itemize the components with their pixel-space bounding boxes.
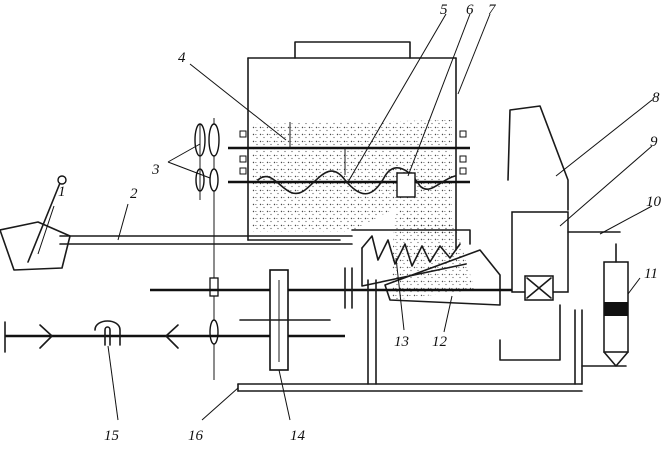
label-8: 8 — [652, 90, 660, 106]
label-11: 11 — [644, 266, 658, 282]
label-15: 15 — [104, 428, 120, 444]
upper-shaft — [228, 122, 470, 175]
label-2: 2 — [130, 186, 138, 202]
callout-labels: 1 2 3 4 5 6 7 8 9 10 11 12 13 14 15 16 — [58, 2, 662, 444]
label-7: 7 — [488, 2, 497, 18]
label-3: 3 — [151, 162, 160, 178]
base-frame — [237, 279, 583, 392]
label-6: 6 — [466, 2, 474, 18]
cylinder — [581, 243, 629, 367]
fan-housing — [499, 105, 621, 361]
leader-lines — [37, 13, 653, 421]
label-9: 9 — [650, 134, 658, 150]
label-1: 1 — [58, 184, 66, 200]
gear-column — [194, 118, 220, 380]
label-10: 10 — [646, 194, 662, 210]
label-4: 4 — [178, 50, 186, 66]
grain-mass — [252, 120, 475, 300]
lever-assembly — [0, 175, 71, 271]
label-16: 16 — [188, 428, 204, 444]
label-13: 13 — [394, 334, 409, 350]
label-5: 5 — [440, 2, 448, 18]
gearbox — [239, 269, 331, 371]
sawtooth-feeder — [351, 229, 471, 287]
label-14: 14 — [290, 428, 306, 444]
auger-shaft — [228, 167, 470, 198]
long-pipe — [59, 235, 353, 245]
label-12: 12 — [432, 334, 448, 350]
